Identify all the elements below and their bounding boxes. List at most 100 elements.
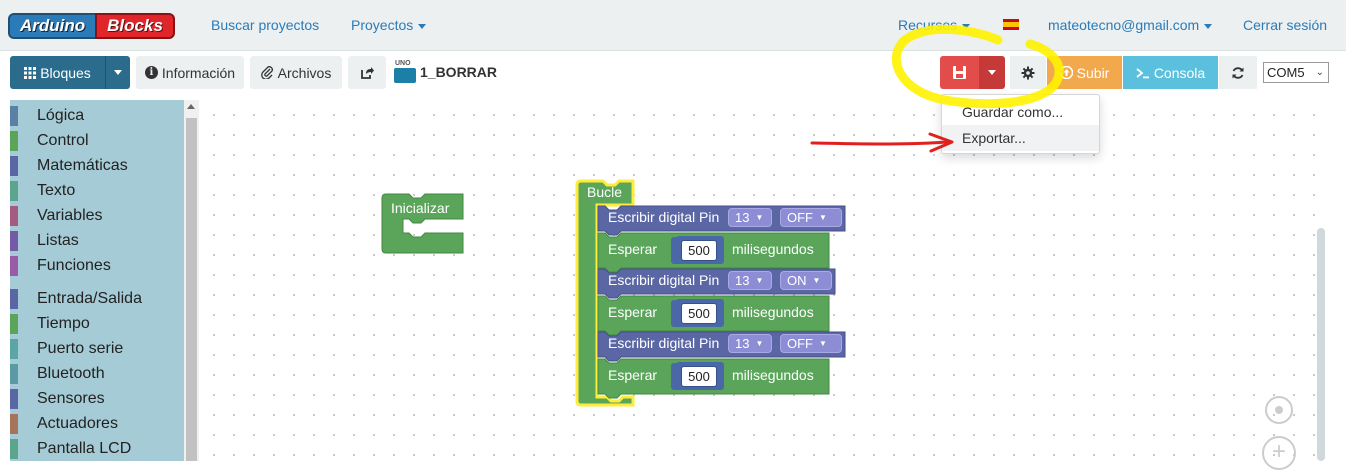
arduino-uno-board-icon: UNO <box>394 60 416 83</box>
pin-value: 13 <box>735 336 750 351</box>
nav-projects-menu[interactable]: Proyectos <box>351 17 427 33</box>
toolbox-category-item[interactable]: Actuadores <box>10 413 184 435</box>
pin-state-dropdown[interactable]: OFF ▼ <box>780 208 842 227</box>
chevron-down-icon <box>418 23 427 29</box>
settings-button[interactable] <box>1010 56 1046 89</box>
scroll-up-arrow-icon[interactable] <box>187 104 195 109</box>
files-button[interactable]: Archivos <box>250 56 342 89</box>
paperclip-icon <box>260 66 273 79</box>
toolbox-category-item[interactable]: Variables <box>10 205 184 227</box>
pin-state-value: OFF <box>787 210 813 225</box>
project-title: 1_BORRAR <box>420 64 498 80</box>
recenter-icon[interactable] <box>1265 396 1293 424</box>
blocks-button-label: Bloques <box>40 64 91 81</box>
category-color-swatch <box>10 131 18 151</box>
toolbox-scrollbar[interactable] <box>184 100 199 461</box>
pin-dropdown[interactable]: 13▼ <box>728 208 772 227</box>
toolbox-category-item[interactable]: Pantalla LCD <box>10 438 184 460</box>
serial-port-value: COM5 <box>1267 65 1305 80</box>
digital-write-block[interactable] <box>597 268 837 300</box>
delay-ms-input[interactable]: 500 <box>681 240 717 261</box>
toolbox-category-item[interactable]: Bluetooth <box>10 363 184 385</box>
serial-port-select[interactable]: COM5 ⌄ <box>1263 62 1329 83</box>
logo-text-blocks: Blocks <box>95 13 175 39</box>
board-model-label: UNO <box>395 60 411 67</box>
digital-write-label: Escribir digital Pin <box>608 335 720 351</box>
toolbox-category-item[interactable]: Tiempo <box>10 313 184 335</box>
delay-unit-label: milisegundos <box>732 304 814 320</box>
chevron-down-icon: ⌄ <box>1315 67 1324 78</box>
pin-dropdown[interactable]: 13▼ <box>728 334 772 353</box>
pin-dropdown[interactable]: 13▼ <box>728 271 772 290</box>
setup-block[interactable] <box>381 193 465 255</box>
refresh-ports-button[interactable] <box>1219 56 1257 89</box>
category-label: Tiempo <box>37 315 90 332</box>
setup-block-label: Inicializar <box>391 200 450 216</box>
nav-resources-menu[interactable]: Recursos <box>898 17 971 33</box>
category-label: Matemáticas <box>37 157 128 174</box>
menu-item-save-as[interactable]: Guardar como... <box>962 104 1064 120</box>
top-navbar: Arduino Blocks Buscar proyectos Proyecto… <box>0 0 1346 51</box>
spain-flag-icon[interactable] <box>1003 19 1019 30</box>
toolbox-category-item[interactable]: Puerto serie <box>10 338 184 360</box>
category-label: Actuadores <box>37 415 118 432</box>
chevron-down-icon <box>1204 23 1213 29</box>
pin-state-dropdown[interactable]: OFF▼ <box>780 334 842 353</box>
blocks-button[interactable]: Bloques <box>10 56 105 89</box>
delay-ms-input[interactable]: 500 <box>681 366 717 387</box>
category-color-swatch <box>10 156 18 176</box>
category-label: Pantalla LCD <box>37 440 132 457</box>
toolbox-category-item[interactable]: Matemáticas <box>10 155 184 177</box>
share-button[interactable] <box>348 56 386 89</box>
nav-resources-label: Recursos <box>898 17 958 33</box>
category-label: Bluetooth <box>37 365 105 382</box>
pin-state-value: ON <box>787 273 807 288</box>
loop-block[interactable] <box>575 179 637 407</box>
menu-item-export[interactable]: Exportar... <box>942 125 1099 151</box>
nav-projects-label: Proyectos <box>351 17 414 33</box>
pin-state-dropdown[interactable]: ON▼ <box>780 271 832 290</box>
toolbox-category-item[interactable]: Sensores <box>10 388 184 410</box>
save-button[interactable] <box>940 56 979 89</box>
dropdown-arrow-icon: ▼ <box>819 213 827 222</box>
nav-user-menu[interactable]: mateotecno@gmail.com <box>1048 17 1213 33</box>
category-label: Listas <box>37 232 79 249</box>
category-label: Texto <box>37 182 76 199</box>
nav-search-projects[interactable]: Buscar proyectos <box>211 17 320 33</box>
console-button[interactable]: Consola <box>1123 56 1218 89</box>
toolbox-category-item[interactable]: Lógica <box>10 105 184 127</box>
info-button[interactable]: i Información <box>136 56 244 89</box>
category-label: Control <box>37 132 89 149</box>
arduinoblocks-logo[interactable]: Arduino Blocks <box>8 9 175 43</box>
toolbox-category-item[interactable]: Entrada/Salida <box>10 288 184 310</box>
pin-state-value: OFF <box>787 336 813 351</box>
digital-write-label: Escribir digital Pin <box>608 209 720 225</box>
refresh-icon <box>1232 66 1244 79</box>
category-label: Puerto serie <box>37 340 124 357</box>
nav-logout[interactable]: Cerrar sesión <box>1243 17 1328 33</box>
upload-circle-icon <box>1059 66 1073 79</box>
toolbox-category-item[interactable]: Control <box>10 130 184 152</box>
delay-unit-label: milisegundos <box>732 367 814 383</box>
logo-text-arduino: Arduino <box>8 13 98 39</box>
category-label: Lógica <box>37 107 85 124</box>
dropdown-arrow-icon: ▼ <box>755 276 764 285</box>
toolbox-category-item[interactable]: Listas <box>10 230 184 252</box>
floppy-disk-icon <box>953 66 966 79</box>
category-color-swatch <box>10 231 18 251</box>
workspace-vertical-scrollbar[interactable] <box>1317 228 1325 461</box>
category-label: Variables <box>37 207 103 224</box>
toolbox-category-item[interactable]: Funciones <box>10 255 184 277</box>
blocks-dropdown-toggle[interactable] <box>105 56 130 89</box>
upload-button[interactable]: Subir <box>1047 56 1122 89</box>
toolbox-scroll-thumb[interactable] <box>186 118 197 461</box>
chevron-down-icon <box>988 70 996 75</box>
zoom-in-icon[interactable]: + <box>1262 436 1296 470</box>
toolbox-category-item[interactable]: Texto <box>10 180 184 202</box>
category-color-swatch <box>10 364 18 384</box>
delay-ms-input[interactable]: 500 <box>681 303 717 324</box>
blocks-grid-icon <box>24 66 37 79</box>
save-dropdown-toggle[interactable] <box>979 56 1005 89</box>
terminal-icon <box>1136 67 1149 78</box>
chevron-down-icon <box>962 23 971 29</box>
